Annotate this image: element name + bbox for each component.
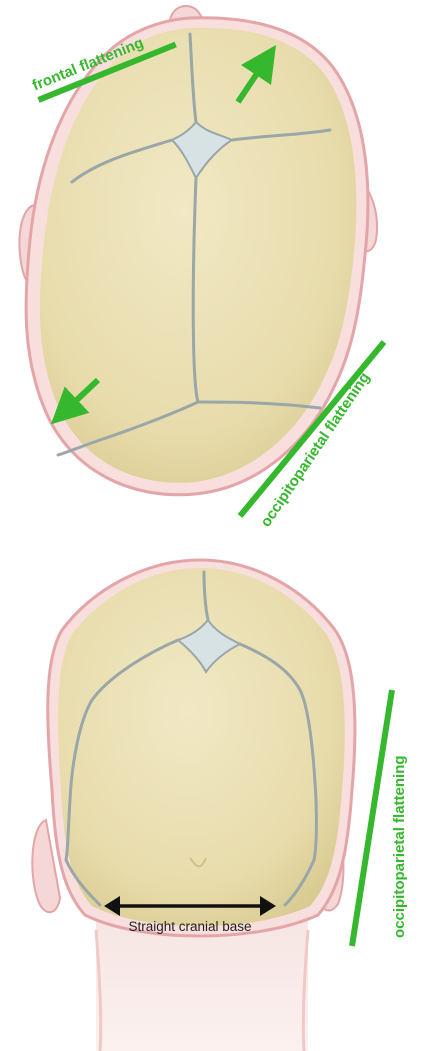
back-view-skull [32, 560, 355, 1051]
occipitoparietal-bottom-bar [352, 690, 392, 946]
occipitoparietal-bottom-label: occipitoparietal flattening [391, 755, 408, 938]
cranium-back [58, 568, 345, 926]
cranial-base-label: Straight cranial base [128, 919, 251, 934]
occipitoparietal-bottom-callout: occipitoparietal flattening [352, 690, 408, 946]
neck [96, 918, 308, 1051]
